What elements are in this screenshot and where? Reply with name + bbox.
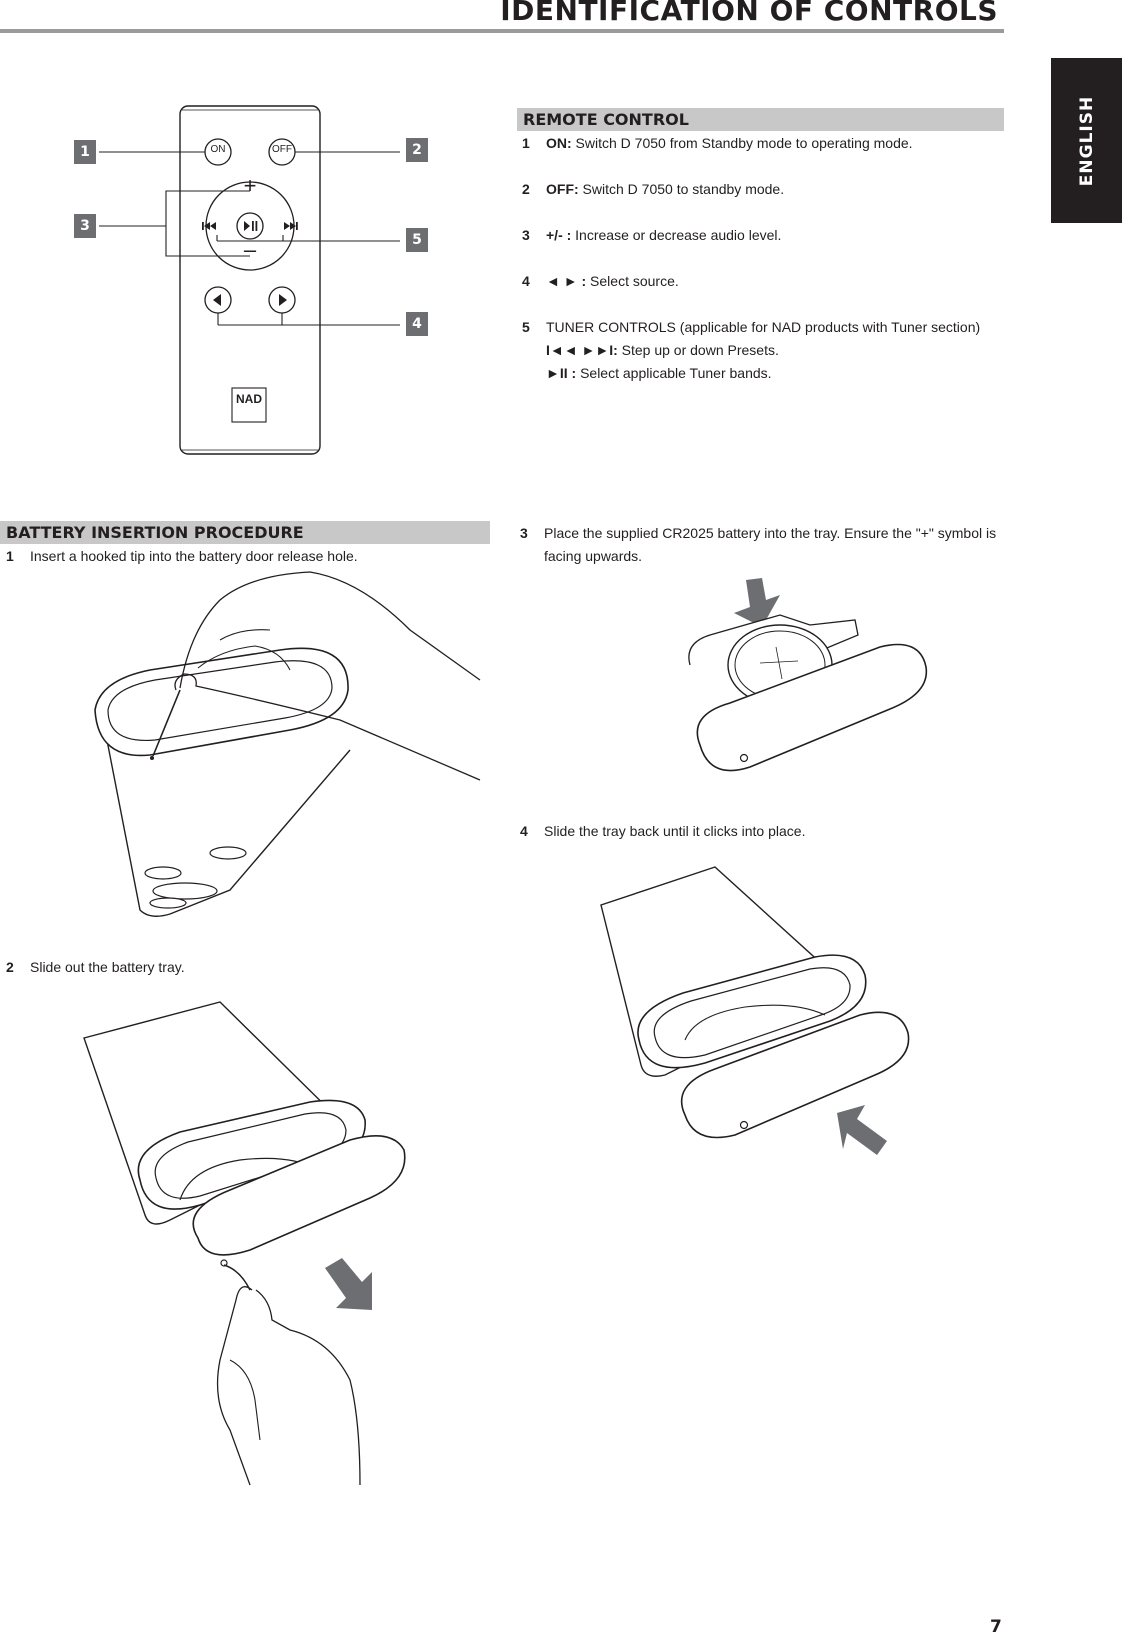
title-rule bbox=[0, 29, 1004, 33]
remote-control-diagram: ON OFF + – NAD 1 2 3 5 4 bbox=[60, 100, 440, 460]
remote-item-3: 3 +/- : Increase or decrease audio level… bbox=[522, 224, 1002, 247]
step3-illustration bbox=[688, 578, 928, 772]
step1-illustration bbox=[94, 571, 481, 917]
language-tab: ENGLISH bbox=[1051, 58, 1122, 223]
remote-control-illustration bbox=[99, 105, 400, 455]
battery-step-2: 2 Slide out the battery tray. bbox=[6, 956, 486, 979]
remote-item-2: 2 OFF: Switch D 7050 to standby mode. bbox=[522, 178, 1002, 201]
step-text: Place the supplied CR2025 battery into t… bbox=[544, 525, 997, 541]
item-label: ◄ ► : bbox=[546, 273, 587, 289]
item-label: ON: bbox=[546, 135, 572, 151]
item-number: 2 bbox=[522, 181, 530, 197]
step-number: 4 bbox=[520, 823, 528, 839]
remote-control-heading: REMOTE CONTROL bbox=[517, 108, 1004, 131]
on-button-label: ON bbox=[210, 144, 226, 155]
battery-step-3: 3 Place the supplied CR2025 battery into… bbox=[520, 522, 1010, 568]
callout-3: 3 bbox=[74, 214, 96, 238]
item-text: Switch D 7050 to standby mode. bbox=[578, 181, 785, 197]
battery-heading: BATTERY INSERTION PROCEDURE bbox=[0, 521, 490, 544]
tuner-line-presets: I◄◄ ►►I: Step up or down Presets. bbox=[546, 339, 779, 362]
nad-logo: NAD bbox=[236, 392, 262, 406]
step2-illustration bbox=[83, 1001, 406, 1486]
item-text: Select source. bbox=[586, 273, 679, 289]
step-text: Slide the tray back until it clicks into… bbox=[544, 823, 806, 839]
item-text: Switch D 7050 from Standby mode to opera… bbox=[571, 135, 913, 151]
item-number: 3 bbox=[522, 227, 530, 243]
remote-item-5: 5 TUNER CONTROLS (applicable for NAD pro… bbox=[522, 316, 1002, 339]
remote-item-4: 4 ◄ ► : Select source. bbox=[522, 270, 1002, 293]
step-text: Slide out the battery tray. bbox=[30, 959, 185, 975]
step-text-continued: facing upwards. bbox=[544, 548, 643, 564]
step-number: 3 bbox=[520, 525, 528, 541]
language-tab-label: ENGLISH bbox=[1076, 95, 1097, 186]
off-button-label: OFF bbox=[272, 144, 292, 155]
item-text: Increase or decrease audio level. bbox=[571, 227, 782, 243]
item-number: 4 bbox=[522, 273, 530, 289]
tuner-label: I◄◄ ►►I: bbox=[546, 342, 618, 358]
item-number: 5 bbox=[522, 319, 530, 335]
callout-2: 2 bbox=[406, 138, 428, 162]
step-number: 2 bbox=[6, 959, 14, 975]
battery-step-4: 4 Slide the tray back until it clicks in… bbox=[520, 820, 1010, 843]
remote-item-1: 1 ON: Switch D 7050 from Standby mode to… bbox=[522, 132, 1002, 155]
item-text: TUNER CONTROLS (applicable for NAD produ… bbox=[546, 319, 981, 335]
page-title: IDENTIFICATION OF CONTROLS bbox=[500, 0, 998, 27]
callout-5: 5 bbox=[406, 228, 428, 252]
item-number: 1 bbox=[522, 135, 530, 151]
tuner-label: ►II : bbox=[546, 365, 577, 381]
tuner-line-bands: ►II : Select applicable Tuner bands. bbox=[546, 362, 772, 385]
battery-step-1: 1 Insert a hooked tip into the battery d… bbox=[6, 545, 486, 568]
step-text: Insert a hooked tip into the battery doo… bbox=[30, 548, 358, 564]
volume-minus-label: – bbox=[243, 237, 257, 262]
step4-illustration bbox=[600, 866, 910, 1155]
page-number: 7 bbox=[990, 1617, 1002, 1637]
callout-4: 4 bbox=[406, 312, 428, 336]
volume-plus-label: + bbox=[243, 173, 257, 198]
callout-1: 1 bbox=[74, 140, 96, 164]
item-label: OFF: bbox=[546, 181, 579, 197]
tuner-text: Select applicable Tuner bands. bbox=[576, 365, 772, 381]
tuner-text: Step up or down Presets. bbox=[617, 342, 779, 358]
step-number: 1 bbox=[6, 548, 14, 564]
item-label: +/- : bbox=[546, 227, 572, 243]
